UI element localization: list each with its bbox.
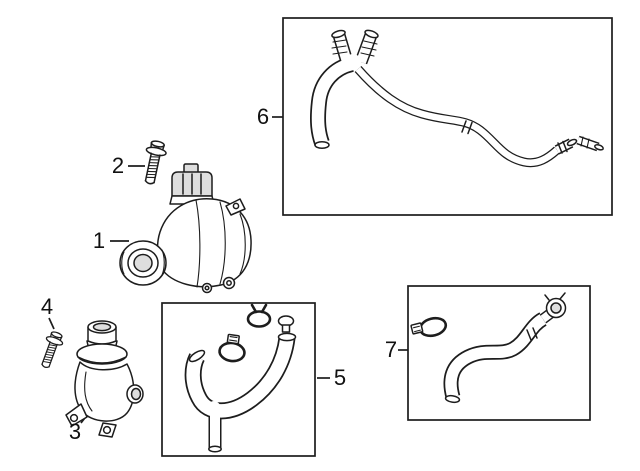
- thermostat-illustration: [65, 320, 144, 438]
- callout-4-leader: [48, 317, 55, 330]
- thermostat-cap: [76, 343, 128, 365]
- cap-icon: [277, 315, 295, 333]
- hose-connector-opening: [331, 29, 346, 39]
- callout-5: 5: [333, 365, 347, 390]
- spring-clamp-icon: [246, 303, 272, 328]
- callout-1: 1: [92, 228, 106, 253]
- callout-7: 7: [384, 337, 398, 362]
- hose-assembly-6-illustration: [310, 29, 604, 168]
- worm-clamp-icon: [218, 333, 246, 363]
- part-5-box: [161, 302, 316, 457]
- hose-assembly-5-illustration: [184, 303, 297, 453]
- bolt-4-illustration: [36, 329, 67, 371]
- worm-clamp-7-icon: [410, 316, 448, 338]
- callout-4: 4: [40, 294, 54, 319]
- callout-6: 6: [256, 104, 270, 129]
- bolt-2-illustration: [138, 138, 169, 187]
- part-7-box: [407, 285, 591, 421]
- thermostat-body: [74, 361, 135, 422]
- callout-2: 2: [111, 153, 125, 178]
- hose-connector-opening: [364, 29, 379, 39]
- water-pump-illustration: [119, 163, 252, 294]
- callout-3: 3: [68, 419, 82, 444]
- hose-7-illustration: [410, 292, 567, 404]
